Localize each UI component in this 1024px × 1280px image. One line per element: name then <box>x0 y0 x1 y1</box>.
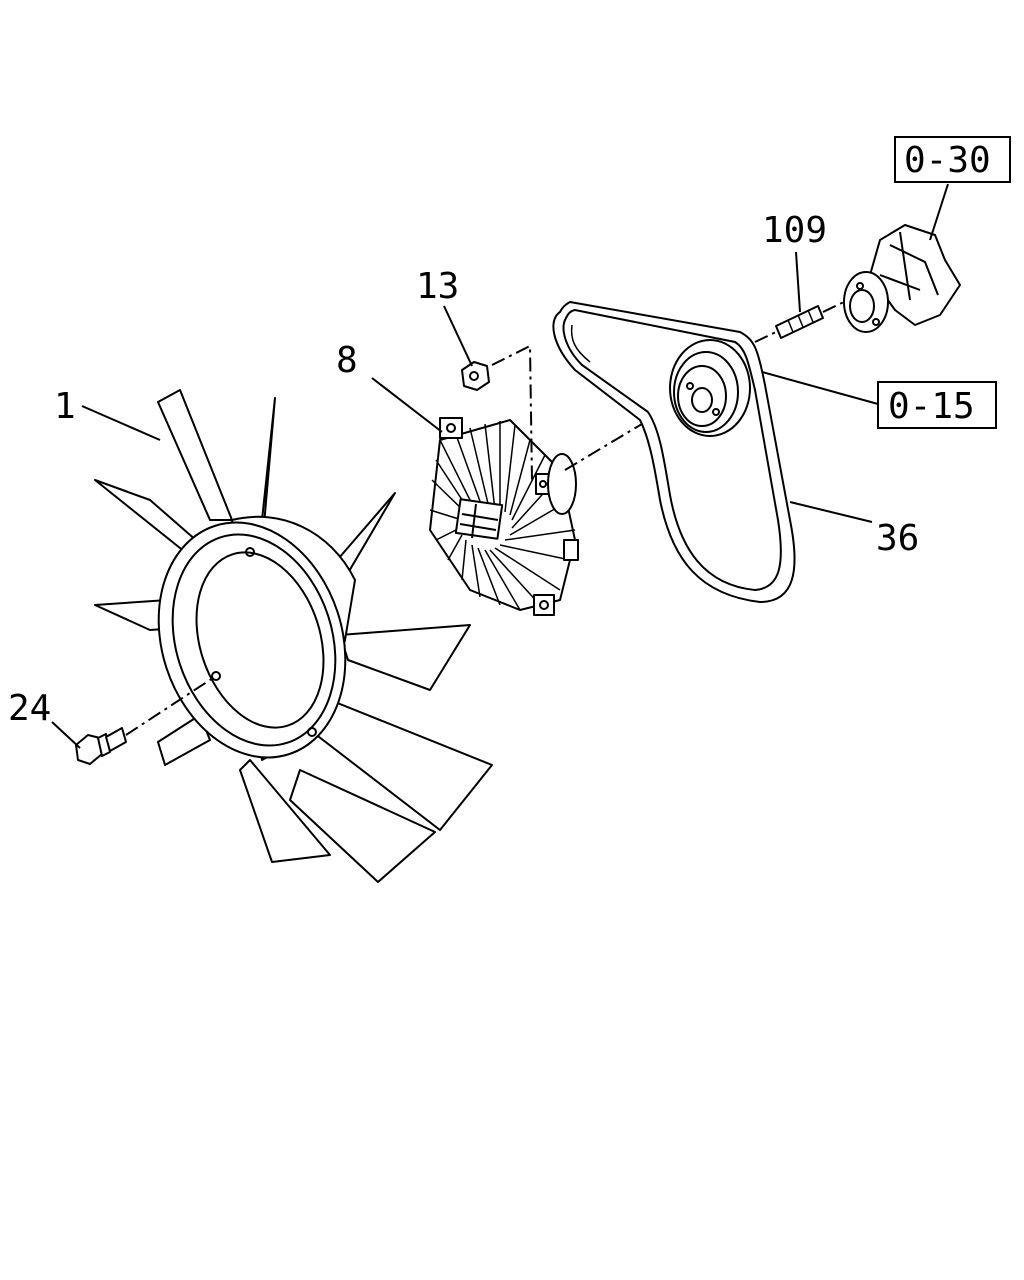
clutch-tab-hole <box>446 423 456 433</box>
stud-shank <box>775 305 824 339</box>
reference-box-0-15 <box>877 381 997 429</box>
fan-ring-inner <box>195 551 325 729</box>
callout-8: 8 <box>336 340 358 381</box>
clutch-tab <box>439 417 463 439</box>
fan-blade <box>239 759 331 863</box>
belt-rib <box>570 324 591 363</box>
belt-outer <box>552 301 796 603</box>
fan-bolt-hole <box>307 727 317 737</box>
pulley-hole <box>712 408 720 416</box>
fan-blade <box>157 389 233 521</box>
reference-box-0-30 <box>894 136 1011 183</box>
pump-flange-hole <box>856 282 864 290</box>
nut-hole <box>469 371 479 381</box>
leader-1 <box>81 405 161 441</box>
bolt-centerline <box>125 675 217 736</box>
pulley-rim <box>673 351 739 433</box>
clutch-tab-hole <box>539 480 547 488</box>
leader-24 <box>51 721 81 749</box>
clutch-centerline <box>564 393 693 471</box>
stud-thread <box>787 319 794 333</box>
pump-flange-inner <box>849 289 875 323</box>
fan-ring-mid <box>171 533 337 747</box>
callout-36: 36 <box>876 518 919 559</box>
leader-0-15 <box>761 371 879 405</box>
cooling-fan <box>94 389 493 883</box>
pump-flange <box>843 271 889 333</box>
fan-blade <box>339 624 471 691</box>
leader-8 <box>371 377 443 433</box>
callout-1: 1 <box>54 386 76 427</box>
fan-ring-outer <box>157 521 347 759</box>
reference-0-15: 0-15 <box>888 386 975 427</box>
drive-belt <box>552 301 796 603</box>
clutch-plate-line <box>459 523 497 531</box>
leader-0-30 <box>929 183 949 241</box>
belt-inner <box>562 308 782 592</box>
clutch-nut <box>461 361 490 391</box>
fan-bolt <box>75 727 127 765</box>
leader-13 <box>443 305 473 367</box>
clutch-plate-line <box>461 513 499 521</box>
pulley-hub <box>691 387 713 413</box>
leader-36 <box>789 501 873 523</box>
stud-centerline <box>822 299 849 313</box>
fan-blade <box>289 769 436 883</box>
clutch-plate-line <box>471 503 477 539</box>
callout-24: 24 <box>8 688 51 729</box>
pump-housing-detail <box>879 231 939 301</box>
pump-stud <box>775 305 824 339</box>
pulley-hole <box>686 382 694 390</box>
clutch-boss <box>547 453 577 515</box>
stud-centerline <box>754 331 777 343</box>
nut-body <box>461 361 490 391</box>
fan-clutch <box>429 417 579 616</box>
pulley <box>669 339 751 437</box>
fan-bolt-hole <box>211 671 221 681</box>
clutch-tab-hole <box>539 600 549 610</box>
fan-bolt-hole <box>245 547 255 557</box>
pulley-face <box>677 365 727 427</box>
stud-thread <box>797 314 804 328</box>
reference-0-30: 0-30 <box>904 140 991 181</box>
clutch-tab <box>533 594 555 616</box>
stud-thread <box>807 309 814 323</box>
water-pump <box>843 224 961 333</box>
callout-109: 109 <box>762 210 827 251</box>
clutch-tab <box>563 539 579 561</box>
clutch-body <box>429 419 576 611</box>
leader-109 <box>795 251 801 313</box>
clutch-fins <box>429 421 576 611</box>
bolt-shank <box>105 727 127 752</box>
callout-13: 13 <box>416 266 459 307</box>
pump-flange-hole <box>872 318 880 326</box>
